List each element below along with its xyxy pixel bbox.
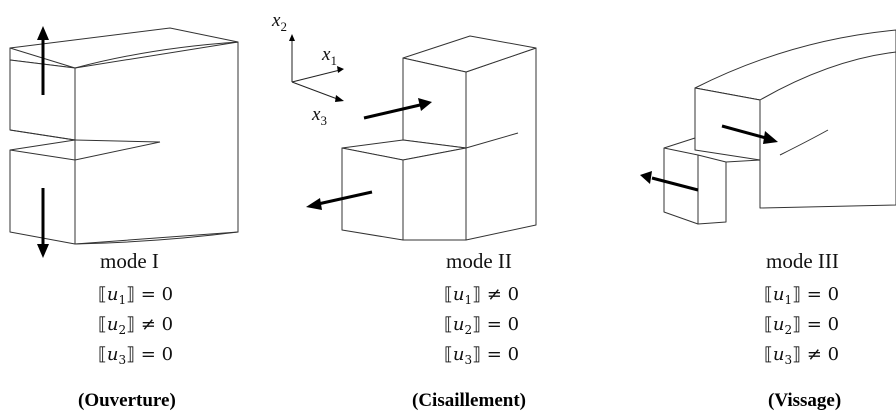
mode-3-specimen [663,29,896,225]
mode-1-specimen [9,27,239,245]
axes-triad [289,34,344,102]
mode-3-upper-block [694,29,896,209]
mode-2-lower-front [341,147,404,241]
mode-1-eq-3: ⟦u3⟧ = 0 [98,344,173,367]
mode-3-eq-1: ⟦u1⟧ = 0 [764,284,839,307]
mode-2-eq-3: ⟦u3⟧ = 0 [444,344,519,367]
mode-3-eq-2: ⟦u2⟧ = 0 [764,314,839,337]
mode-1-arrow-down [37,188,49,258]
mode-3-title: mode III [766,249,839,273]
mode-2-eq-2: ⟦u2⟧ = 0 [444,314,519,337]
mode-2-upper-front [402,57,467,149]
mode-2-arrow-left [306,190,373,210]
mode-2-lower-side [402,147,467,241]
mode-1-caption: (Ouverture) [78,390,176,411]
axis-x1-label: x1 [321,44,337,68]
mode-1-eq-2: ⟦u2⟧ ≠ 0 [98,314,173,337]
mode-1-eq-1: ⟦u1⟧ = 0 [98,284,173,307]
mode-2-title: mode II [446,249,512,273]
mode-3-eq-3: ⟦u3⟧ ≠ 0 [764,344,839,367]
mode-3-upper-front [694,87,761,161]
mode-2-specimen [341,35,537,241]
mode-3-arrow-right [721,124,778,144]
mode-2-eq-1: ⟦u1⟧ ≠ 0 [444,284,519,307]
mode-3-lower-mid [697,154,727,225]
axis-x2-label: x2 [271,10,287,34]
mode-2-caption: (Cisaillement) [412,390,526,411]
mode-3-arrow-left [640,171,699,192]
axis-x3-label: x3 [311,104,327,128]
mode-3-caption: (Vissage) [768,390,841,411]
mode-1-title: mode I [100,249,159,273]
mode-1-arrow-up [37,26,49,95]
mode-2-arrow-right [363,98,432,120]
